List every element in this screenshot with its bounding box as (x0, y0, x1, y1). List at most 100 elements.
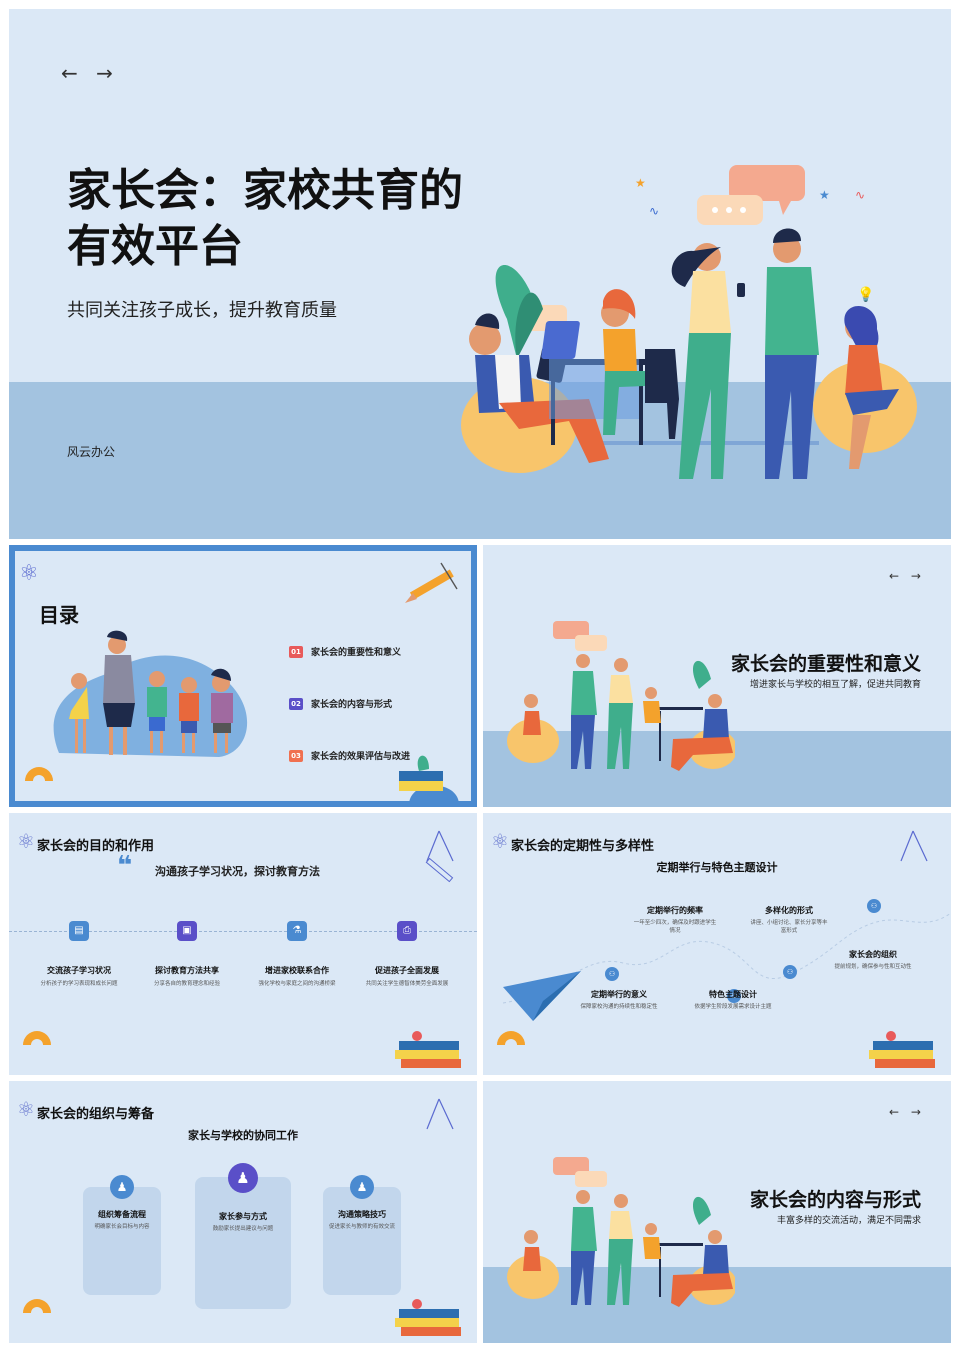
section-slide-2[interactable]: ← → 家长会的内容与形式 丰富多样的交流活动，满足不同需求 (483, 1081, 951, 1343)
protractor-icon (23, 1299, 51, 1313)
info-card-2 (195, 1177, 291, 1309)
point-2: 多样化的形式 讲座、小组讨论、家长分享等丰富形式 (749, 905, 829, 935)
atom-icon: ⚛ (491, 829, 509, 853)
info-card-3 (323, 1187, 401, 1295)
image-icon: ▣ (177, 921, 197, 941)
protractor-icon (23, 1031, 51, 1045)
toc-label-1: 家长会的重要性和意义 (311, 648, 402, 658)
regularity-slide[interactable]: ⚛ 家长会的定期性与多样性 定期举行与特色主题设计 ⚇ ⚇ ⚇ ⚇ 定期举行的频… (483, 813, 951, 1075)
toc-label-2: 家长会的内容与形式 (311, 700, 393, 710)
svg-text:∿: ∿ (649, 204, 659, 218)
section-subtitle: 增进家长与学校的相互了解，促进共同教育 (749, 680, 921, 690)
svg-text:★: ★ (819, 188, 830, 202)
wave-path (502, 912, 951, 1004)
user-icon: ♟ (350, 1175, 374, 1199)
document-icon: ▤ (69, 921, 89, 941)
team-meeting-illustration (507, 1157, 735, 1307)
protractor-icon (497, 1031, 525, 1045)
cover-title-line1: 家长会：家校共育的 (67, 165, 463, 216)
toc-num-2: 02 (289, 697, 303, 710)
card-3-text: 沟通策略技巧 促进家长与教师的有效交流 (327, 1209, 397, 1231)
point-label: 家长会的组织 (849, 950, 897, 959)
pencil-compass-icon (426, 1098, 454, 1130)
people-icon: ⚇ (867, 899, 881, 913)
point-label: 定期举行的意义 (591, 990, 647, 999)
books-icon (395, 1031, 461, 1068)
slide-title: 家长会的组织与筹备 (37, 1107, 155, 1122)
timeline-line (9, 931, 477, 932)
point-1: 定期举行的频率 一年至少四次，确保及时跟进学生情况 (633, 905, 717, 935)
point-desc: 讲座、小组讨论、家长分享等丰富形式 (750, 920, 828, 934)
pencil-compass-icon (425, 830, 454, 883)
nav-arrows[interactable]: ← → (889, 569, 925, 583)
step-3: 增进家校联系合作 强化学校与家庭之间的沟通桥梁 (247, 965, 347, 988)
point-desc: 一年至少四次，确保及时跟进学生情况 (633, 920, 717, 934)
step-desc: 分享各自的教育理念和经验 (153, 981, 220, 987)
card-desc: 鼓励家长提出建议与问题 (212, 1226, 274, 1232)
step-label: 探讨教育方法共享 (155, 966, 219, 975)
toc-label-3: 家长会的效果评估与改进 (311, 752, 411, 762)
atom-icon: ⚛ (19, 561, 39, 586)
cover-subtitle: 共同关注孩子成长，提升教育质量 (67, 300, 337, 321)
card-2-text: 家长参与方式 鼓励家长提出建议与问题 (201, 1211, 285, 1233)
nav-arrows[interactable]: ← → (61, 61, 119, 85)
point-label: 定期举行的频率 (647, 906, 703, 915)
card-label: 沟通策略技巧 (338, 1210, 386, 1219)
atom-icon: ⚛ (17, 1097, 35, 1121)
info-card-1 (83, 1187, 161, 1295)
toc-item-3[interactable]: 03 家长会的效果评估与改进 (289, 745, 410, 764)
point-label: 特色主题设计 (709, 990, 757, 999)
card-desc: 明确家长会目标与内容 (94, 1224, 150, 1230)
purpose-slide[interactable]: ⚛ 家长会的目的和作用 ❝ 沟通孩子学习状况，探讨教育方法 ▤ ▣ ⚗ ⎙ 交流… (9, 813, 477, 1075)
svg-text:💡: 💡 (857, 286, 874, 303)
toc-num-3: 03 (289, 749, 303, 762)
printer-icon: ⎙ (397, 921, 417, 941)
user-icon: ♟ (228, 1163, 258, 1193)
slide-title: 家长会的目的和作用 (37, 839, 155, 854)
cover-title-line2: 有效平台 (67, 221, 243, 272)
paper-plane-icon (503, 971, 581, 1021)
step-4: 促进孩子全面发展 共同关注学生德智体美劳全面发展 (357, 965, 457, 988)
pencil-compass-icon (900, 830, 928, 862)
nav-arrows[interactable]: ← → (889, 1105, 925, 1119)
point-desc: 保障家校沟通的持续性和稳定性 (580, 1004, 658, 1010)
step-label: 促进孩子全面发展 (375, 966, 439, 975)
flask-icon: ⚗ (287, 921, 307, 941)
atom-icon: ⚛ (17, 829, 35, 853)
svg-text:★: ★ (635, 176, 646, 190)
step-label: 增进家校联系合作 (265, 966, 329, 975)
slide-title: 家长会的定期性与多样性 (511, 839, 655, 854)
cover-slide[interactable]: ← → 家长会：家校共育的 有效平台 共同关注孩子成长，提升教育质量 风云办公 … (9, 9, 951, 539)
cover-author: 风云办公 (67, 445, 116, 459)
books-plant-icon (399, 755, 459, 801)
point-label: 多样化的形式 (765, 906, 813, 915)
pencil-icon (405, 562, 458, 603)
point-4: 定期举行的意义 保障家校沟通的持续性和稳定性 (579, 989, 659, 1011)
step-desc: 共同关注学生德智体美劳全面发展 (365, 981, 449, 987)
point-desc: 提前规划，确保参与性和互动性 (834, 964, 912, 970)
section-subtitle: 丰富多样的交流活动，满足不同需求 (776, 1216, 921, 1226)
toc-item-2[interactable]: 02 家长会的内容与形式 (289, 693, 410, 712)
section-title: 家长会的内容与形式 (749, 1189, 921, 1211)
point-desc: 依据学生阶段发展需求设计主题 (694, 1004, 772, 1010)
protractor-icon (25, 767, 53, 781)
step-desc: 分析孩子的学习表现和成长问题 (40, 981, 118, 987)
quote-mark-icon: ❝ (117, 851, 133, 881)
svg-text:∿: ∿ (855, 188, 865, 202)
section-slide-1[interactable]: ← → 家长会的重要性和意义 增进家长与学校的相互了解，促进共同教育 (483, 545, 951, 807)
card-desc: 促进家长与教师的有效交流 (328, 1224, 395, 1230)
slide-subtitle: 家长与学校的协同工作 (188, 1129, 298, 1142)
step-1: 交流孩子学习状况 分析孩子的学习表现和成长问题 (29, 965, 129, 988)
toc-title: 目录 (39, 603, 79, 627)
cover-title: 家长会：家校共育的 有效平台 (67, 163, 547, 275)
point-5: 特色主题设计 依据学生阶段发展需求设计主题 (693, 989, 773, 1011)
slide-subtitle: 定期举行与特色主题设计 (656, 861, 778, 874)
point-3: 家长会的组织 提前规划，确保参与性和互动性 (833, 949, 913, 971)
organization-slide[interactable]: ⚛ 家长会的组织与筹备 家长与学校的协同工作 ♟ ♟ ♟ 组织筹备流程 明确家长… (9, 1081, 477, 1343)
step-2: 探讨教育方法共享 分享各自的教育理念和经验 (137, 965, 237, 988)
card-label: 组织筹备流程 (98, 1210, 146, 1219)
quote-text: 沟通孩子学习状况，探讨教育方法 (155, 865, 320, 878)
